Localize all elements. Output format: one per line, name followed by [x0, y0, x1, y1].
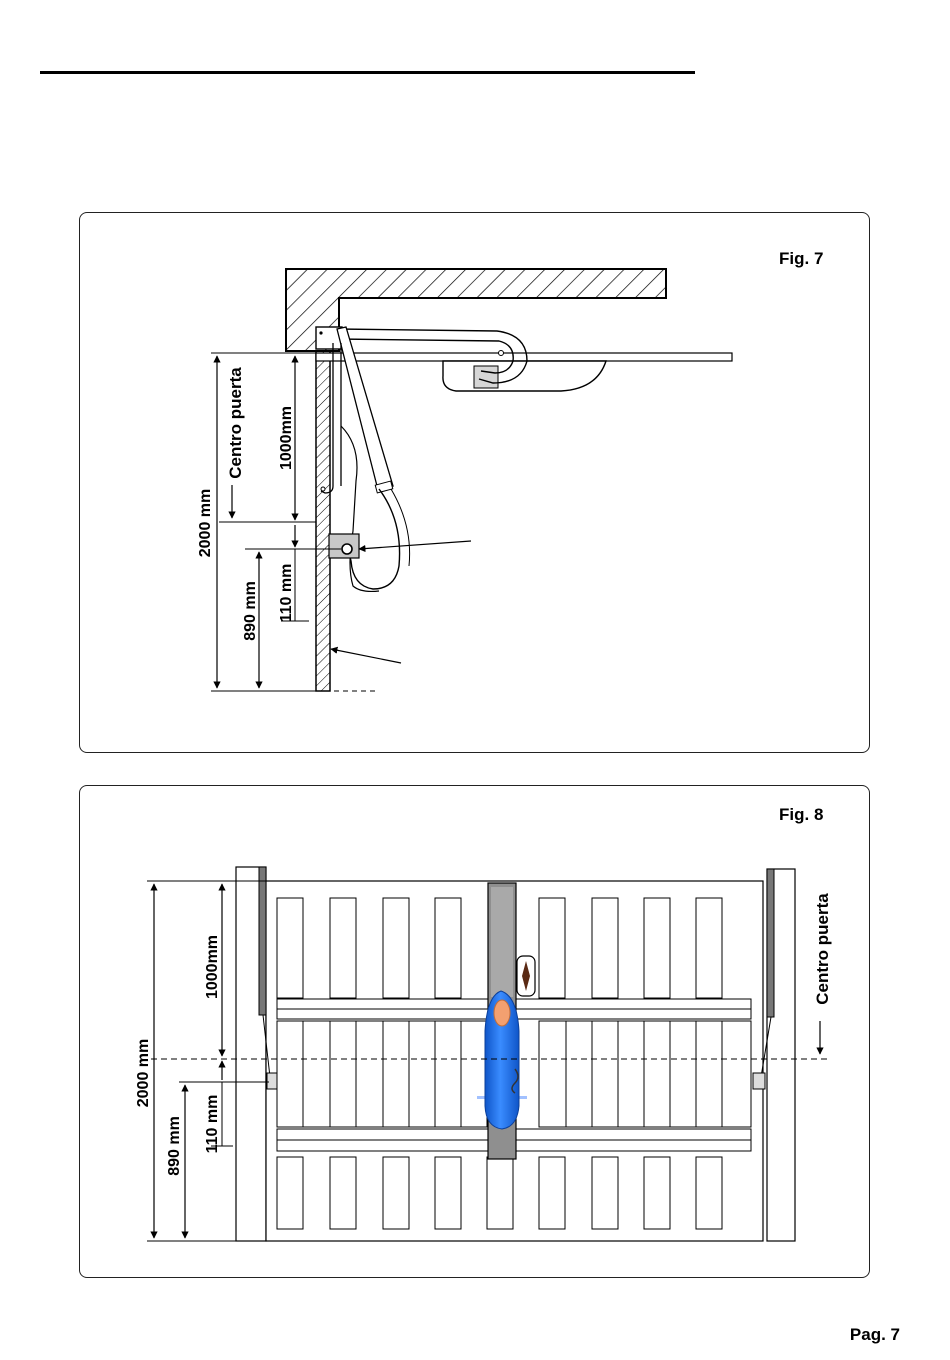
page-number: Pag. 7	[850, 1325, 900, 1345]
header-rule	[40, 71, 695, 74]
figure-8-drawing: 2000 mm 1000mm 110 mm 890 mm Centro puer…	[80, 786, 868, 1276]
fig8-dim-offset: 110 mm	[204, 1095, 221, 1154]
fig7-dim-total: 2000 mm	[197, 489, 214, 558]
fig8-center-label: Centro puerta	[813, 893, 832, 1005]
fig7-dim-bracket: 890 mm	[242, 581, 259, 641]
fig8-dim-center: 1000mm	[204, 935, 221, 999]
fig7-dim-offset: 110 mm	[278, 564, 295, 623]
fig7-dim-center: 1000mm	[278, 406, 295, 470]
figure-7-drawing: 2000 mm Centro puerta 1000mm 110 mm 890 …	[80, 213, 868, 751]
door-column	[316, 351, 330, 691]
fig8-dim-bracket: 890 mm	[166, 1116, 183, 1176]
top-rail	[316, 353, 732, 361]
figure-7-panel: Fig. 7	[79, 212, 870, 753]
fig7-center-label: Centro puerta	[226, 367, 245, 479]
figure-8-panel: Fig. 8	[79, 785, 870, 1278]
diagonal-arm	[337, 327, 393, 486]
fig8-dim-total: 2000 mm	[135, 1039, 152, 1108]
upper-operator-body	[443, 361, 606, 391]
